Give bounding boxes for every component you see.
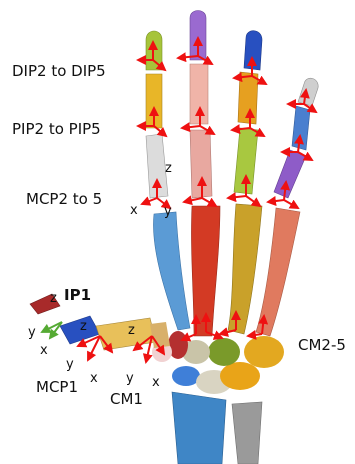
trapezium bbox=[150, 322, 170, 348]
forearm-bones bbox=[172, 392, 262, 464]
middle-phalanges bbox=[146, 64, 310, 150]
pip-joint-axes bbox=[138, 108, 312, 160]
radius-bone bbox=[172, 392, 226, 464]
dip-joint-axes bbox=[138, 38, 316, 112]
axis-label: z bbox=[50, 292, 57, 305]
carpal-bone bbox=[220, 362, 260, 390]
carpal-bone bbox=[172, 366, 200, 386]
cm1-label: CM1 bbox=[110, 392, 143, 407]
axis-label: z bbox=[80, 320, 87, 333]
arrow bbox=[182, 126, 200, 128]
axis-label: y bbox=[66, 358, 74, 371]
arrow bbox=[184, 198, 202, 202]
arrow bbox=[228, 196, 246, 198]
axis-label: x bbox=[130, 204, 138, 217]
arrow bbox=[246, 196, 260, 206]
axis-label: x bbox=[90, 372, 98, 385]
cm25-label: CM2-5 bbox=[298, 338, 346, 353]
metacarpal-2 bbox=[153, 212, 190, 330]
distal-phalanges bbox=[146, 11, 318, 107]
metacarpal-5 bbox=[256, 208, 300, 336]
ip1-label: IP1 bbox=[64, 288, 91, 303]
metacarpals bbox=[153, 204, 300, 336]
metacarpal-4 bbox=[228, 204, 262, 334]
ulna-bone bbox=[232, 402, 262, 464]
axis-label: x bbox=[40, 344, 48, 357]
arrow bbox=[142, 198, 157, 204]
middle-phalanx-5 bbox=[292, 106, 310, 150]
axis-label: z bbox=[165, 162, 172, 175]
arrow bbox=[268, 200, 284, 202]
middle-phalanx-4 bbox=[238, 72, 258, 124]
axis-label: y bbox=[164, 205, 172, 218]
pip-label: PIP2 to PIP5 bbox=[12, 122, 101, 137]
thumb-metacarpal bbox=[96, 318, 156, 350]
arrow bbox=[220, 330, 236, 334]
arrow bbox=[284, 200, 298, 208]
carpal-bone bbox=[208, 338, 240, 366]
axis-label: y bbox=[28, 326, 36, 339]
arrow bbox=[202, 198, 216, 206]
carpal-bone bbox=[244, 336, 284, 368]
distal-phalanx-5 bbox=[298, 78, 318, 106]
mcp-label: MCP2 to 5 bbox=[26, 192, 102, 207]
axis-label: z bbox=[128, 324, 135, 337]
mcp1-label: MCP1 bbox=[36, 380, 78, 395]
proximal-phalanx-5 bbox=[274, 150, 306, 198]
carpal-bones bbox=[152, 331, 284, 394]
axis-label: y bbox=[126, 372, 134, 385]
dip-label: DIP2 to DIP5 bbox=[12, 64, 106, 79]
axis-label: x bbox=[152, 376, 160, 389]
arrow bbox=[248, 334, 262, 336]
